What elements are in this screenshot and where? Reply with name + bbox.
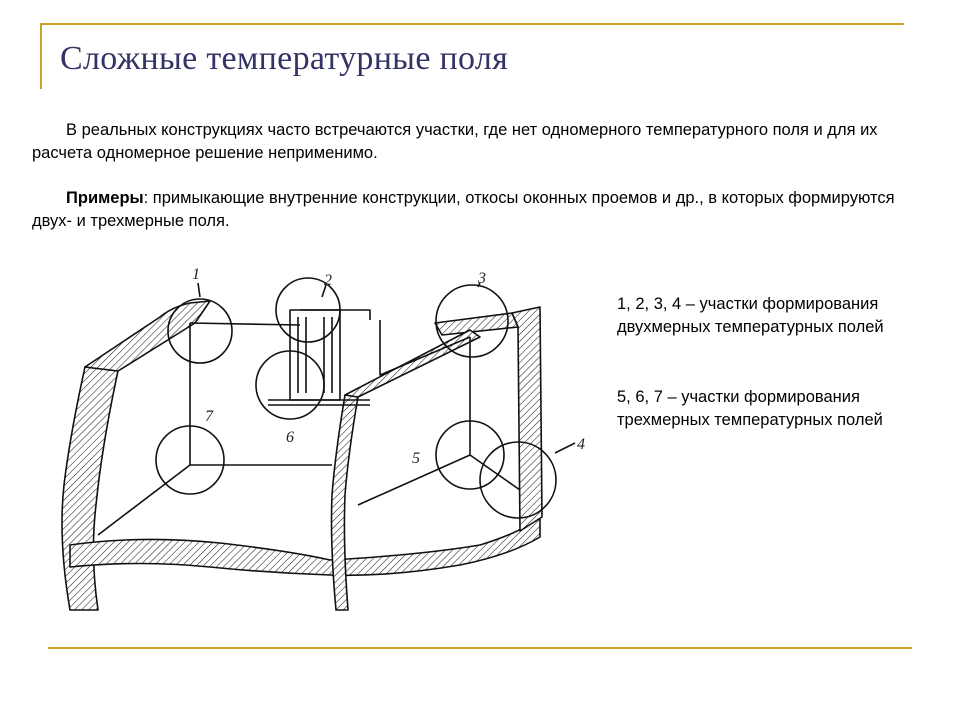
paragraph-intro-text: В реальных конструкциях часто встречаютс… <box>32 121 878 162</box>
right-wall-top <box>434 312 519 336</box>
window-head <box>300 309 371 320</box>
region-4-circle <box>479 441 557 519</box>
middle-partition <box>330 394 359 611</box>
diagram-label-4: 4 <box>577 436 585 453</box>
construction-diagram: 1 2 3 4 5 6 7 <box>40 255 600 625</box>
region-1-circle <box>167 298 233 364</box>
left-wall-top <box>84 300 211 372</box>
examples-label: Примеры <box>66 189 144 207</box>
legend-two-dimensional: 1, 2, 3, 4 – участки формирования двухме… <box>617 295 884 336</box>
diagram-label-1: 1 <box>192 266 200 283</box>
left-wall-section <box>61 366 119 611</box>
paragraph-intro: В реальных конструкциях часто встречаютс… <box>32 119 912 165</box>
window-sill <box>268 399 370 406</box>
region-5-circle <box>435 420 505 490</box>
window-inner-1 <box>297 317 333 393</box>
leader-1 <box>197 282 201 298</box>
floor-slab <box>69 516 541 577</box>
diagram-label-7: 7 <box>205 408 214 425</box>
leader-2 <box>321 284 327 298</box>
diagram-svg: 1 2 3 4 5 6 7 <box>61 266 585 611</box>
diagram-label-3: 3 <box>477 270 486 287</box>
left-room-back <box>189 323 332 466</box>
left-room-floor <box>97 464 191 536</box>
frame-bottom-line <box>48 647 912 649</box>
slide-title: Сложные температурные поля <box>60 40 509 77</box>
right-room-inner <box>379 320 471 376</box>
region-6-circle <box>255 350 325 420</box>
leader-4 <box>554 442 576 454</box>
legend-three-dimensional: 5, 6, 7 – участки формирования трехмерны… <box>617 388 883 429</box>
left-room-corner <box>189 322 301 326</box>
diagram-label-5: 5 <box>412 450 420 467</box>
region-2-circle <box>275 277 341 343</box>
right-wall-section <box>511 306 543 532</box>
frame-top-line <box>40 23 904 25</box>
paragraph-examples: Примеры: примыкающие внутренние конструк… <box>32 187 912 233</box>
leader-3 <box>477 282 481 288</box>
diagram-label-2: 2 <box>324 272 332 289</box>
region-7-circle <box>155 425 225 495</box>
right-room-top <box>344 329 481 398</box>
region-3-circle <box>435 284 509 358</box>
frame-left-line <box>40 23 42 89</box>
examples-text: : примыкающие внутренние конструкции, от… <box>32 189 895 230</box>
diagram-label-6: 6 <box>286 429 294 446</box>
right-room-floor <box>469 454 521 491</box>
